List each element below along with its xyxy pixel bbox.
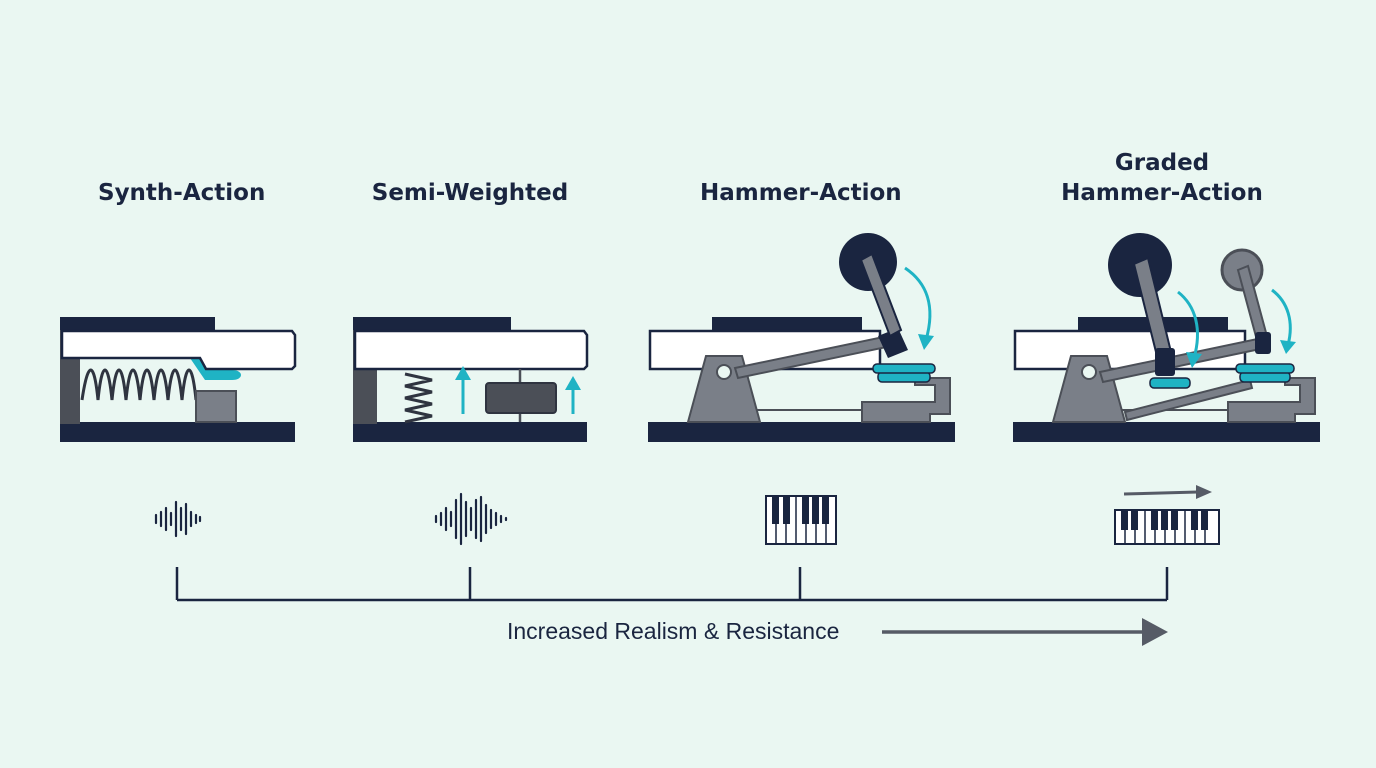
graded-hammer-action-mechanism bbox=[1013, 233, 1320, 442]
waveform-large-icon bbox=[434, 492, 508, 546]
piano-keys-arrow-icon bbox=[1114, 485, 1220, 545]
stage-title-hammer: Hammer-Action bbox=[700, 178, 902, 208]
motion-arrow bbox=[1177, 290, 1199, 359]
semi-weighted-mechanism bbox=[353, 317, 589, 442]
base-plate bbox=[60, 422, 295, 442]
stage-title-line: Semi-Weighted bbox=[371, 180, 569, 206]
arrow-head bbox=[1280, 340, 1296, 354]
stage-title-semi: Semi-Weighted bbox=[370, 178, 570, 208]
stage-title-synth: Synth-Action bbox=[98, 178, 266, 208]
arrow-head bbox=[1186, 352, 1202, 368]
felt-pad bbox=[1149, 377, 1191, 389]
key-top-edge bbox=[353, 317, 511, 331]
timeline bbox=[175, 567, 1169, 602]
hammer-action-mechanism bbox=[648, 233, 955, 442]
hammer-shank bbox=[859, 252, 903, 338]
hammer-shank-base bbox=[1255, 332, 1271, 354]
arrow-head bbox=[1196, 485, 1212, 499]
stop-bracket bbox=[861, 377, 951, 423]
weight-block bbox=[485, 382, 557, 414]
base-plate bbox=[353, 422, 587, 442]
waveform-small-icon bbox=[154, 500, 202, 538]
stage-title-line: Synth-Action bbox=[98, 180, 266, 206]
timeline-label: Increased Realism & Resistance bbox=[507, 618, 840, 644]
stage-title-graded: Graded Hammer-Action bbox=[1052, 148, 1272, 208]
key-top-edge bbox=[712, 317, 862, 331]
arrow-head bbox=[455, 366, 471, 380]
synth-action-mechanism bbox=[60, 317, 297, 442]
base-plate bbox=[1013, 422, 1320, 442]
stage-title-line: Graded bbox=[1114, 150, 1210, 176]
motion-arrow bbox=[1271, 288, 1292, 346]
arrow-head bbox=[565, 376, 581, 390]
motion-arrow bbox=[904, 266, 932, 341]
hammer-shank-base bbox=[878, 328, 908, 358]
pivot-pin bbox=[716, 364, 732, 380]
arrow-head bbox=[918, 334, 934, 350]
stop-block bbox=[195, 390, 237, 423]
key-body bbox=[353, 329, 589, 371]
stage-title-line: Hammer-Action bbox=[700, 180, 902, 206]
lower-lever bbox=[1123, 378, 1254, 422]
felt-pad bbox=[872, 363, 936, 374]
hammer-shank-base bbox=[1155, 348, 1175, 376]
stage-title-line: Hammer-Action bbox=[1061, 180, 1263, 206]
base-plate bbox=[648, 422, 955, 442]
spring-icon bbox=[404, 372, 433, 424]
felt-pad bbox=[1235, 363, 1295, 374]
key-top-edge bbox=[60, 317, 215, 331]
piano-keys-icon bbox=[765, 495, 837, 545]
spring-icon bbox=[80, 368, 198, 401]
pivot-pin bbox=[1081, 364, 1097, 380]
progression-arrow-icon bbox=[882, 618, 1168, 646]
key-body bbox=[60, 329, 297, 371]
